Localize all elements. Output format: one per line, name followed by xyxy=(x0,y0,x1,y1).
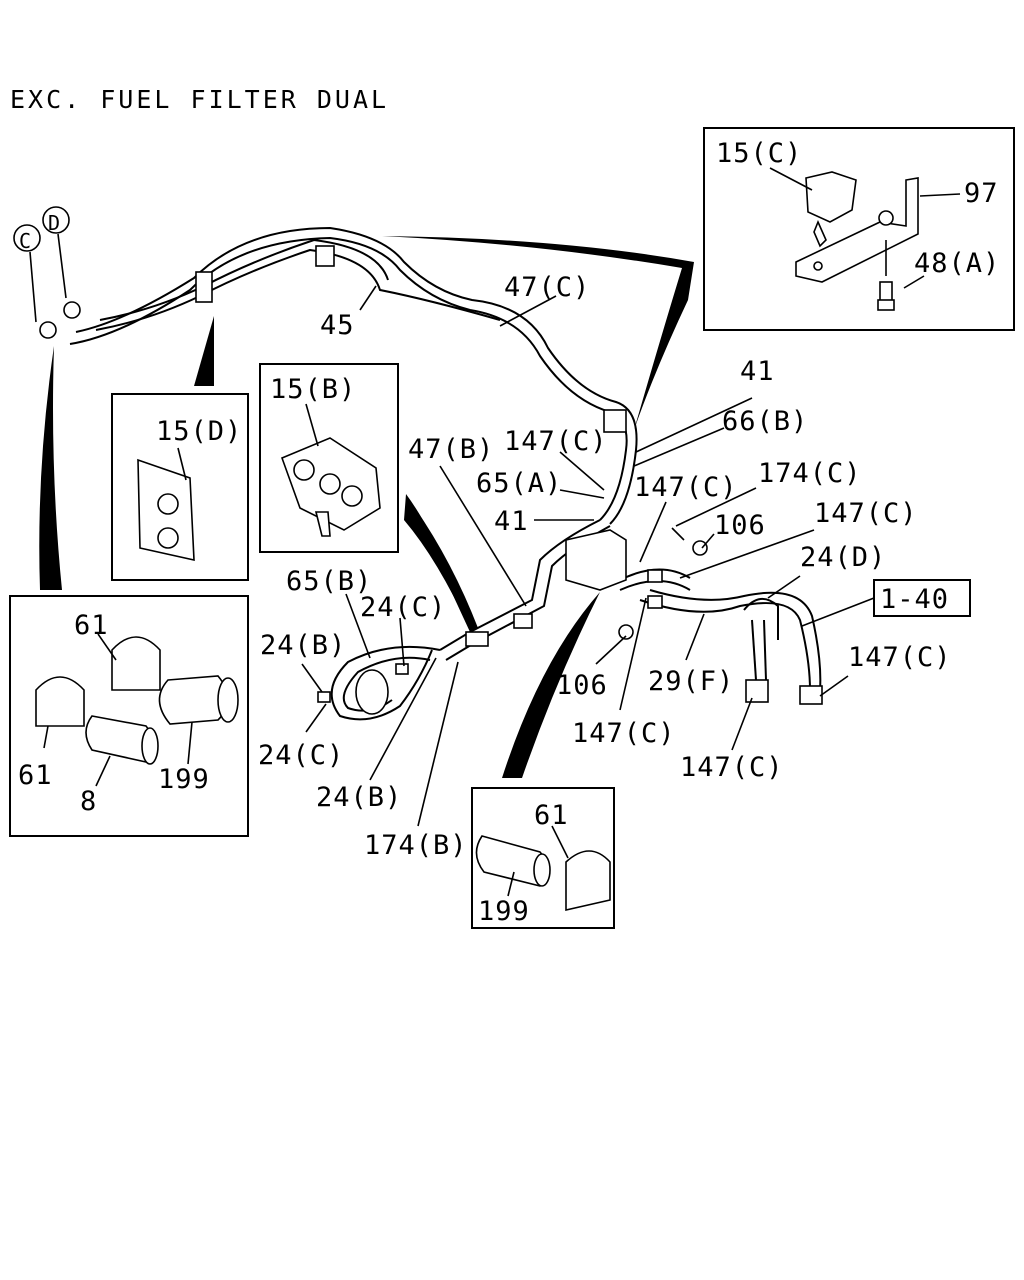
callout-66B: 66(B) xyxy=(722,406,808,437)
inset-box-grommet-bottom xyxy=(471,787,615,929)
callout-41-mid: 41 xyxy=(494,506,529,537)
callout-wedge-bottom xyxy=(502,592,600,778)
callout-147C-6: 147(C) xyxy=(848,642,952,673)
callout-147C-5: 147(C) xyxy=(680,752,784,783)
callout-24D: 24(D) xyxy=(800,542,886,573)
callout-15D: 15(D) xyxy=(156,416,242,447)
inset-box-clip-15D xyxy=(111,393,249,581)
reference-box-label: 1-40 xyxy=(880,584,949,615)
callout-8: 8 xyxy=(80,786,97,817)
inset-box-clip-15B xyxy=(259,363,399,553)
fuel-pipe-assembly xyxy=(29,226,823,721)
inset-box-clip-bracket xyxy=(703,127,1015,331)
callout-65B: 65(B) xyxy=(286,566,372,597)
diagram-title: EXC. FUEL FILTER DUAL xyxy=(10,85,389,114)
callout-15C: 15(C) xyxy=(716,138,802,169)
svg-text:D: D xyxy=(48,211,61,235)
callout-wedge-middle-2 xyxy=(408,498,478,632)
callout-147C-2: 147(C) xyxy=(634,472,738,503)
callout-48A: 48(A) xyxy=(914,248,1000,279)
callout-61-b: 61 xyxy=(18,760,53,791)
callout-24C-top: 24(C) xyxy=(360,592,446,623)
inset-box-grommets xyxy=(9,595,249,837)
callout-24B-bot: 24(B) xyxy=(316,782,402,813)
callout-47C: 47(C) xyxy=(504,272,590,303)
leader-lines xyxy=(301,285,849,827)
callout-24B-left: 24(B) xyxy=(260,630,346,661)
callout-29F: 29(F) xyxy=(648,666,734,697)
callout-24C-bot: 24(C) xyxy=(258,740,344,771)
callout-199-a: 199 xyxy=(158,764,210,795)
callout-41-top: 41 xyxy=(740,356,775,387)
callout-61-c: 61 xyxy=(534,800,569,831)
callout-174C: 174(C) xyxy=(758,458,862,489)
callout-47B: 47(B) xyxy=(408,434,494,465)
callout-wedge-left xyxy=(39,346,62,590)
callout-174B: 174(B) xyxy=(364,830,468,861)
callout-65A: 65(A) xyxy=(476,468,562,499)
callout-15B: 15(B) xyxy=(270,374,356,405)
callout-147C-1: 147(C) xyxy=(504,426,608,457)
callout-wedge-15D xyxy=(194,316,214,386)
callout-61-a: 61 xyxy=(74,610,109,641)
callout-147C-3: 147(C) xyxy=(814,498,918,529)
callout-45: 45 xyxy=(320,310,355,341)
callout-97: 97 xyxy=(964,178,999,209)
connector-marker-d: D xyxy=(42,206,70,235)
callout-106-bot: 106 xyxy=(556,670,608,701)
callout-106-top: 106 xyxy=(714,510,766,541)
connector-marker-c: C xyxy=(13,224,41,253)
svg-text:C: C xyxy=(19,229,32,253)
reference-box[interactable]: 1-40 xyxy=(873,579,971,617)
callout-199-b: 199 xyxy=(478,896,530,927)
callout-147C-4: 147(C) xyxy=(572,718,676,749)
